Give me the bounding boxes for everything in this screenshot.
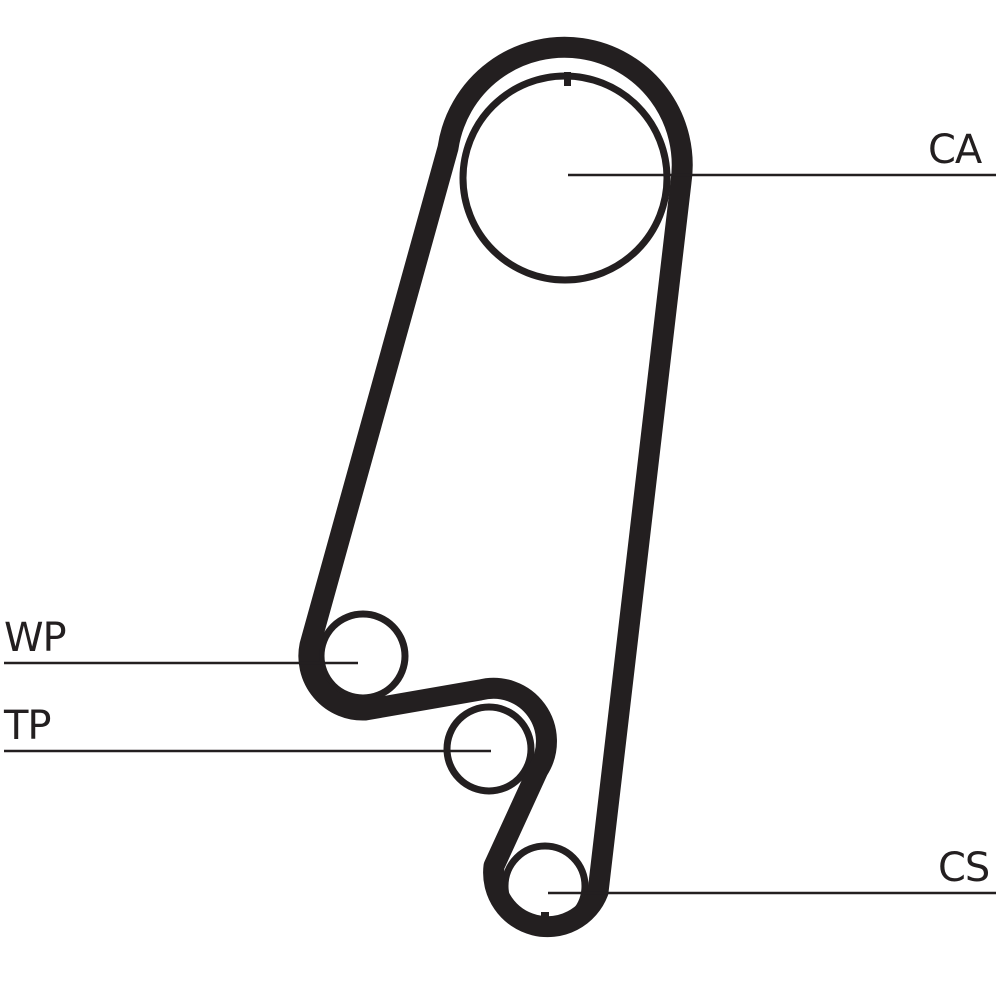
camshaft-timing-mark <box>564 72 571 86</box>
timing-belt <box>298 36 693 938</box>
crankshaft-timing-mark <box>541 912 549 924</box>
tensioner-label: TP <box>4 703 52 749</box>
water-pump-label: WP <box>4 615 67 661</box>
camshaft-pulley <box>459 72 671 284</box>
camshaft-label: CA <box>928 127 982 173</box>
water-pump-pulley <box>317 610 409 702</box>
tensioner-pulley <box>443 703 535 795</box>
crankshaft-label: CS <box>938 845 990 891</box>
